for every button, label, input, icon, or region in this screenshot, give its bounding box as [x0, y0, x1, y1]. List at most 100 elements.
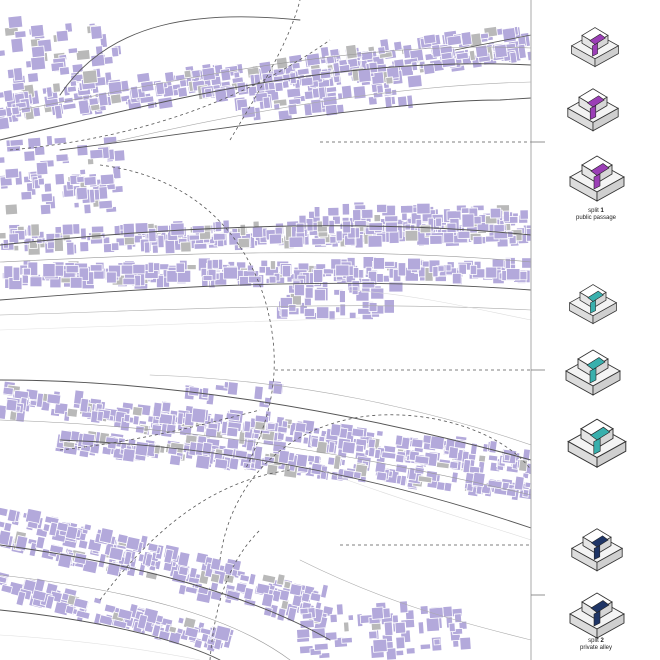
building-footprint	[397, 262, 407, 277]
building-footprint	[179, 79, 188, 88]
axonometric-block-icon	[565, 349, 621, 396]
building-footprint	[35, 161, 49, 176]
building-footprint	[132, 415, 140, 426]
building-footprint	[355, 444, 365, 453]
building-footprint	[262, 96, 272, 110]
building-footprint	[156, 274, 164, 288]
building-footprint	[373, 448, 382, 460]
building-footprint	[20, 190, 33, 201]
building-footprint	[296, 628, 311, 639]
road-edge	[299, 559, 531, 641]
building-footprint	[488, 440, 498, 454]
building-footprint	[0, 529, 12, 547]
building-footprint	[489, 207, 502, 219]
building-footprint	[491, 258, 505, 268]
building-footprint	[112, 165, 122, 180]
building-footprint	[234, 449, 248, 460]
building-footprint	[14, 30, 27, 39]
road-edge	[0, 544, 331, 641]
building-footprint	[177, 616, 185, 625]
dashed-connectors	[9, 0, 531, 660]
building-footprint	[45, 86, 54, 98]
building-footprint	[505, 487, 517, 498]
building-footprint	[329, 423, 342, 437]
building-footprint	[37, 177, 45, 186]
building-footprint	[144, 570, 159, 581]
building-footprint	[368, 630, 378, 640]
building-footprint	[394, 621, 407, 634]
axonometric-panel	[565, 27, 627, 639]
building-footprint	[62, 102, 77, 111]
building-footprint	[69, 80, 78, 87]
building-footprint	[79, 397, 90, 413]
building-footprint	[175, 262, 186, 273]
building-footprint	[479, 32, 490, 40]
building-footprint	[157, 96, 174, 110]
building-footprint	[83, 176, 97, 187]
building-footprint	[357, 68, 372, 83]
building-footprint	[288, 583, 303, 597]
split1-title-prefix: split	[588, 208, 601, 214]
building-footprint	[376, 203, 388, 213]
building-footprint	[110, 242, 120, 252]
building-footprint	[383, 621, 394, 637]
building-footprint	[83, 523, 93, 532]
building-footprint	[283, 580, 292, 590]
building-footprint	[240, 105, 257, 119]
building-footprint	[163, 548, 174, 564]
building-footprint	[4, 167, 20, 179]
building-footprint	[419, 643, 432, 651]
building-footprint	[43, 182, 53, 193]
building-footprint	[468, 49, 476, 62]
building-footprint	[166, 270, 178, 283]
building-footprint	[394, 434, 404, 446]
building-footprint	[170, 222, 185, 236]
building-footprint	[123, 413, 131, 423]
building-footprint	[107, 80, 123, 96]
dashed-arc	[99, 164, 275, 471]
building-footprint	[14, 535, 29, 552]
building-footprint	[307, 454, 316, 463]
building-footprint	[88, 97, 99, 106]
building-footprint	[310, 98, 323, 114]
building-footprint	[309, 592, 322, 603]
building-footprint	[335, 264, 350, 277]
building-footprint	[177, 551, 191, 568]
building-footprint	[422, 62, 436, 76]
building-footprint	[158, 413, 174, 426]
building-footprint	[213, 624, 232, 643]
building-footprint	[86, 158, 95, 166]
building-footprint	[40, 192, 54, 203]
building-footprint	[30, 223, 40, 237]
building-footprint	[164, 70, 175, 83]
building-footprint	[81, 558, 99, 575]
building-footprint	[335, 230, 343, 242]
building-footprint	[134, 440, 149, 457]
building-footprint	[143, 241, 151, 254]
building-footprint	[72, 223, 81, 235]
road-edge	[0, 379, 531, 461]
building-footprint	[441, 57, 457, 69]
building-footprint	[209, 572, 221, 584]
building-footprint	[97, 91, 109, 107]
building-footprint	[42, 263, 56, 278]
building-footprint	[164, 239, 176, 255]
building-footprint	[493, 224, 505, 233]
building-footprint	[493, 43, 508, 59]
building-footprint	[391, 614, 399, 624]
building-footprint	[61, 223, 74, 236]
building-footprint	[237, 237, 250, 249]
building-footprint	[98, 199, 113, 210]
building-footprint	[367, 438, 376, 449]
building-footprint	[136, 613, 149, 630]
building-footprint	[188, 234, 200, 241]
building-footprint	[353, 220, 367, 228]
building-footprint	[0, 583, 13, 594]
building-footprint	[177, 565, 189, 577]
building-footprint	[398, 600, 409, 614]
building-footprint	[79, 241, 90, 253]
building-footprint	[509, 51, 518, 64]
building-footprint	[519, 209, 529, 220]
building-footprint	[79, 168, 87, 176]
building-footprint	[12, 66, 24, 82]
